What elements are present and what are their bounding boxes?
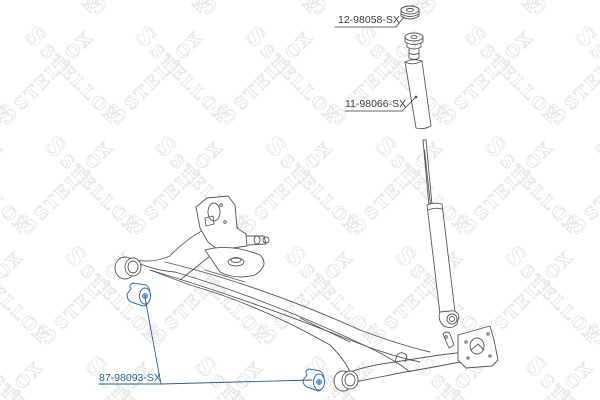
- strut-mount-icon: [400, 5, 420, 20]
- shock-absorber-boot-icon: [404, 32, 432, 130]
- part-label-shock-boot: 11-98066-SX: [345, 98, 407, 110]
- part-label-strut-mount: 12-98058-SX: [338, 14, 400, 26]
- beam-bushing-right-icon: [302, 368, 325, 392]
- torsion-beam-icon: [114, 195, 499, 392]
- beam-bushing-left-icon: [126, 282, 151, 307]
- part-label-beam-bushing: 87-98093-SX: [99, 372, 161, 384]
- shock-absorber-icon: [422, 139, 460, 329]
